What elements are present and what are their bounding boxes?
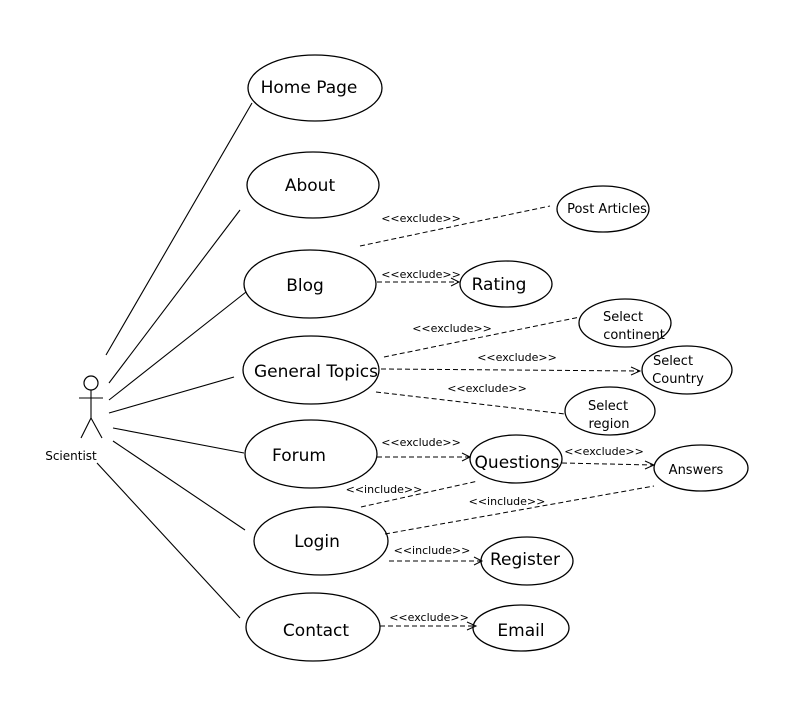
- use-case-home-page: Home Page: [247, 54, 383, 122]
- exclude-label: <<exclude>>: [564, 445, 644, 458]
- use-case-label: Questions: [475, 453, 560, 473]
- actor-right-leg: [90, 417, 103, 439]
- actor-left-leg: [80, 417, 92, 439]
- use-case-select-country: Select Country: [641, 345, 733, 395]
- exclude-label: <<exclude>>: [412, 322, 492, 335]
- use-case-label-line-2: Country: [652, 372, 704, 387]
- dependency-login-answers: <<include>>: [384, 485, 655, 535]
- use-case-label: About: [285, 176, 336, 196]
- use-case-label-line-1: Select: [603, 310, 643, 325]
- use-case-register: Register: [480, 536, 574, 586]
- exclude-label: <<exclude>>: [381, 268, 461, 281]
- use-case-label: General Topics: [254, 362, 378, 382]
- dependency-login-questions: <<include>>: [346, 480, 479, 508]
- use-case-label-line-2: region: [588, 417, 629, 432]
- exclude-label: <<exclude>>: [447, 382, 527, 395]
- use-case-label: Blog: [286, 276, 324, 296]
- dependency-contact-email: <<exclude>>: [380, 611, 478, 631]
- dependency-blog-rating: <<exclude>>: [377, 268, 461, 287]
- assoc-home-page: [105, 102, 253, 356]
- dependency-general-topics-select-continent: <<exclude>>: [383, 316, 581, 358]
- use-case-questions: Questions: [469, 434, 563, 484]
- use-case-label-line-1: Select: [653, 354, 693, 369]
- use-case-label: Post Articles: [567, 202, 647, 217]
- assoc-contact: [96, 462, 241, 619]
- use-case-forum: Forum: [244, 419, 378, 489]
- actor-associations: [96, 102, 253, 619]
- use-case-login: Login: [253, 506, 389, 576]
- assoc-about: [108, 209, 241, 384]
- use-case-rating: Rating: [459, 260, 553, 308]
- use-case-label-line-2: continent: [603, 328, 665, 343]
- use-case-label: Email: [497, 621, 544, 641]
- use-case-label: Contact: [283, 621, 349, 641]
- dependency-general-topics-select-country: <<exclude>>: [380, 351, 642, 376]
- dependency-questions-answers: <<exclude>>: [561, 445, 656, 470]
- include-label: <<include>>: [469, 495, 546, 508]
- exclude-label: <<exclude>>: [381, 436, 461, 449]
- use-case-blog: Blog: [243, 249, 377, 319]
- dependency-login-register: <<include>>: [389, 544, 484, 566]
- actor-scientist: Scientist: [45, 375, 103, 463]
- actor-label: Scientist: [45, 449, 97, 463]
- use-case-select-region: Select region: [564, 386, 656, 436]
- assoc-login: [112, 440, 246, 531]
- exclude-label: <<exclude>>: [477, 351, 557, 364]
- include-label: <<include>>: [346, 483, 423, 496]
- use-case-label: Answers: [669, 463, 724, 478]
- use-case-label: Home Page: [261, 78, 358, 98]
- actor-head: [83, 375, 99, 391]
- use-case-select-continent: Select continent: [578, 298, 672, 348]
- assoc-forum: [112, 427, 245, 454]
- use-case-about: About: [246, 151, 380, 219]
- dependency-forum-questions: <<exclude>>: [377, 436, 472, 462]
- include-label: <<include>>: [394, 544, 471, 557]
- use-case-label-line-1: Select: [588, 399, 628, 414]
- use-case-label: Register: [490, 550, 560, 570]
- assoc-general-topics: [108, 376, 235, 414]
- dependency-blog-post-articles: <<exclude>>: [359, 205, 551, 247]
- use-case-email: Email: [472, 604, 570, 652]
- dependency-general-topics-select-region: <<exclude>>: [375, 382, 566, 415]
- use-case-answers: Answers: [653, 444, 749, 492]
- assoc-blog: [108, 291, 247, 401]
- use-case-label: Forum: [272, 446, 326, 466]
- use-case-general-topics: General Topics: [242, 335, 380, 405]
- use-case-contact: Contact: [245, 592, 381, 662]
- use-case-post-articles: Post Articles: [556, 185, 650, 233]
- exclude-label: <<exclude>>: [381, 212, 461, 225]
- use-case-label: Rating: [472, 275, 527, 295]
- use-case-label: Login: [294, 532, 340, 552]
- exclude-label: <<exclude>>: [389, 611, 469, 624]
